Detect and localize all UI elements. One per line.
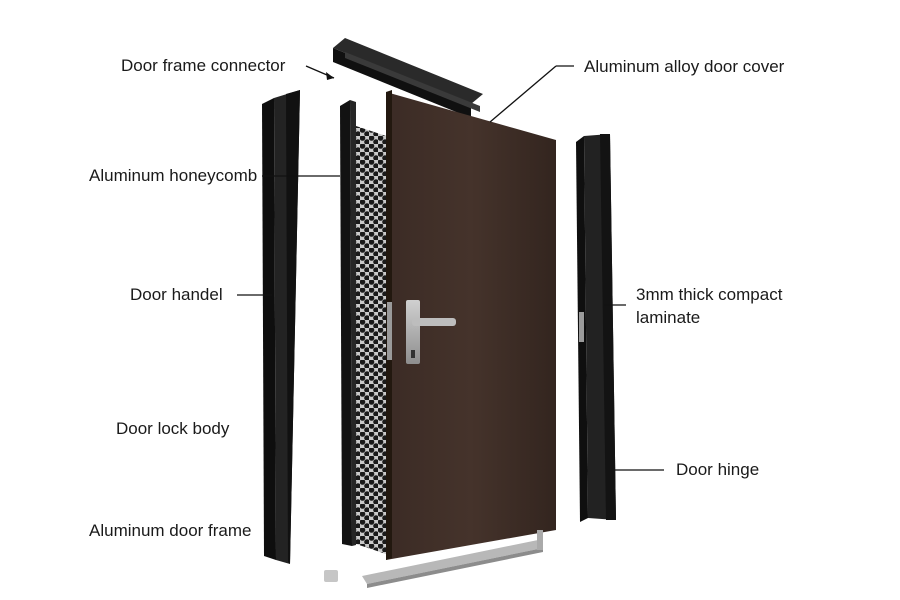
leader-lines [237, 65, 664, 471]
label-door-handel: Door handel [130, 285, 223, 304]
door-panel [386, 90, 556, 560]
label-door-lock-body: Door lock body [116, 419, 230, 438]
label-compact-laminate-line2: laminate [636, 308, 701, 327]
door-hinge-frame-part [576, 134, 616, 522]
label-aluminum-door-frame: Aluminum door frame [89, 521, 252, 540]
aluminum-door-frame-part [262, 90, 300, 564]
label-compact-laminate-line1: 3mm thick compact [636, 285, 783, 304]
door-frame-connector-part [333, 38, 483, 118]
aluminum-honeycomb-part [340, 100, 386, 554]
label-door-hinge: Door hinge [676, 460, 760, 479]
door-hinge [579, 312, 584, 342]
label-door-frame-connector: Door frame connector [121, 56, 286, 75]
door-threshold-part [324, 530, 543, 588]
label-aluminum-honeycomb: Aluminum honeycomb [89, 166, 258, 185]
door-handle-lever [412, 318, 456, 326]
label-aluminum-alloy-door-cover: Aluminum alloy door cover [584, 57, 785, 76]
door-handle-plate [406, 300, 420, 364]
